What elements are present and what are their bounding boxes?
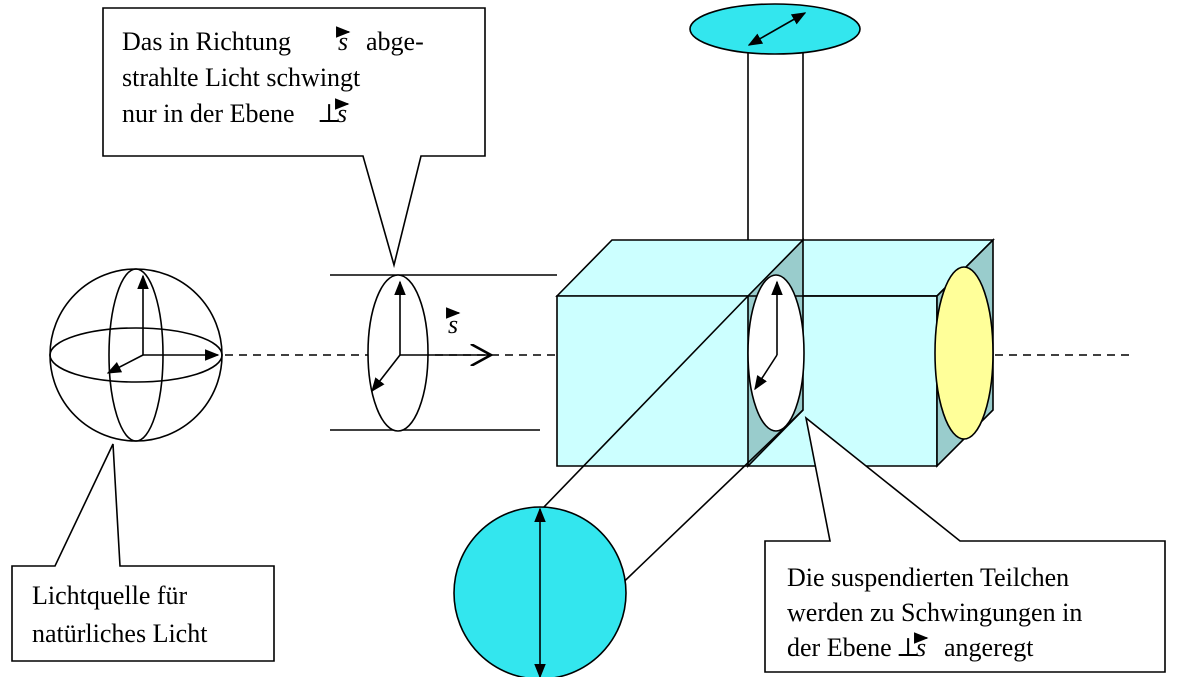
- top-polarization-ellipse: [689, 3, 861, 55]
- callout-right-line1: Die suspendierten Teilchen: [787, 563, 1069, 592]
- callout-right-line2: werden zu Schwingungen in: [787, 598, 1082, 627]
- callout-right-line3-a: der Ebene: [787, 633, 892, 662]
- projection-line-bottom-right: [608, 409, 804, 597]
- light-source-sphere: [49, 268, 223, 442]
- callout-top: Das in Richtung s abge- strahlte Licht s…: [102, 7, 486, 269]
- callout-left: Lichtquelle für natürliches Licht: [11, 443, 275, 662]
- exit-light-ellipse: [934, 266, 994, 440]
- callout-top-line2: strahlte Licht schwingt: [122, 63, 361, 92]
- callout-top-vector-s-2: s: [337, 99, 347, 128]
- callout-right: Die suspendierten Teilchen werden zu Sch…: [764, 416, 1166, 673]
- projection-line-bottom-left: [541, 295, 749, 510]
- callout-left-box: [11, 443, 275, 662]
- callout-top-line1-a: Das in Richtung: [122, 27, 291, 56]
- callout-right-vector-s: s: [916, 633, 926, 662]
- callout-top-box: [102, 7, 486, 269]
- beam-vector-s-label: s: [448, 310, 458, 339]
- suspension-box: [555, 238, 995, 468]
- beam-cross-section: s: [330, 274, 557, 432]
- callout-left-line2: natürliches Licht: [32, 619, 208, 648]
- svg-text:Das in Richtung: Das in Richtung: [122, 27, 291, 56]
- callout-top-vector-s: s: [338, 27, 348, 56]
- callout-right-line3-b: angeregt: [944, 633, 1034, 662]
- callout-top-line1-b: abge-: [366, 27, 424, 56]
- callout-top-line3-a: nur in der Ebene: [122, 99, 295, 128]
- bottom-polarization-circle: [453, 506, 627, 677]
- callout-left-line1: Lichtquelle für: [32, 581, 188, 610]
- callout-right-box: [764, 416, 1166, 673]
